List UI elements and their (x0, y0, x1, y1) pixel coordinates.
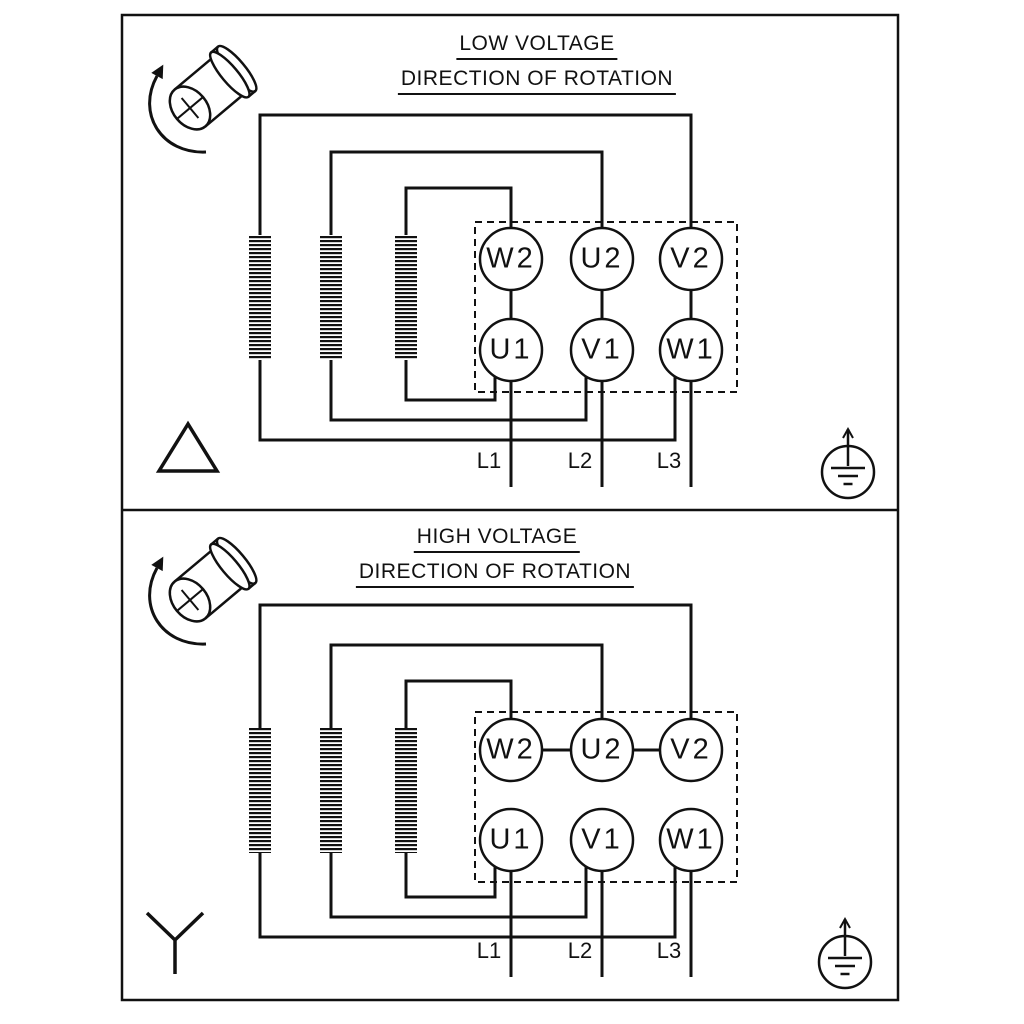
lead-coil1-to-v2 (258, 603, 693, 728)
terminal-label-u2: U2 (580, 733, 624, 766)
terminal-label-w1: W1 (666, 823, 716, 856)
panel-title: HIGH VOLTAGE (413, 525, 581, 553)
winding-coil (249, 235, 271, 360)
supply-label-l2: L2 (567, 938, 593, 963)
rotation-direction-icon (148, 39, 263, 154)
winding-coil (395, 235, 417, 360)
supply-label-l3: L3 (656, 938, 682, 963)
supply-label-l1: L1 (476, 938, 502, 963)
terminal-w1 (658, 317, 724, 383)
terminal-v2 (658, 717, 724, 783)
lead-coil3-to-w2 (404, 679, 513, 728)
terminal-label-u1: U1 (489, 823, 533, 856)
rotation-direction-icon (148, 531, 263, 646)
lead-coil1-to-w1 (258, 360, 677, 442)
delta-symbol (155, 420, 221, 473)
terminal-u1 (478, 807, 544, 873)
winding-coil (249, 728, 271, 853)
terminal-label-v2: V2 (670, 733, 712, 766)
terminal-w1 (658, 807, 724, 873)
frame-border (120, 13, 900, 1002)
lead-coil3-to-u1 (404, 853, 497, 899)
lead-coil2-to-u2 (329, 150, 604, 235)
terminal-label-w2: W2 (486, 242, 536, 275)
panel-title: LOW VOLTAGE (456, 32, 618, 60)
high-voltage-panel (145, 531, 873, 990)
lead-coil2-to-v1 (329, 360, 588, 422)
terminal-w2 (478, 226, 544, 292)
terminal-label-w2: W2 (486, 733, 536, 766)
terminal-w2 (478, 717, 544, 783)
winding-coil (395, 728, 417, 853)
terminal-label-u1: U1 (489, 333, 533, 366)
lead-coil1-to-v2 (258, 113, 693, 235)
winding-coil (320, 728, 342, 853)
lead-coil3-to-u1 (404, 360, 497, 402)
terminal-v1 (569, 317, 635, 383)
low-voltage-panel (148, 39, 876, 500)
lead-coil2-to-v1 (329, 853, 588, 919)
lead-coil2-to-u2 (329, 643, 604, 728)
supply-label-l3: L3 (656, 448, 682, 473)
earth-ground-icon (817, 917, 873, 990)
terminal-label-u2: U2 (580, 242, 624, 275)
star-symbol (145, 911, 205, 974)
terminal-u2 (569, 717, 635, 783)
terminal-label-v1: V1 (581, 823, 623, 856)
terminal-label-v1: V1 (581, 333, 623, 366)
winding-coil (320, 235, 342, 360)
terminal-label-w1: W1 (666, 333, 716, 366)
terminal-v2 (658, 226, 724, 292)
supply-label-l2: L2 (567, 448, 593, 473)
terminal-label-v2: V2 (670, 242, 712, 275)
terminal-v1 (569, 807, 635, 873)
panel-subtitle: DIRECTION OF ROTATION (397, 67, 677, 95)
terminal-u1 (478, 317, 544, 383)
panel-subtitle: DIRECTION OF ROTATION (355, 560, 635, 588)
earth-ground-icon (820, 427, 876, 500)
terminal-u2 (569, 226, 635, 292)
supply-label-l1: L1 (476, 448, 502, 473)
lead-coil3-to-w2 (404, 186, 513, 235)
lead-coil1-to-w1 (258, 853, 677, 939)
